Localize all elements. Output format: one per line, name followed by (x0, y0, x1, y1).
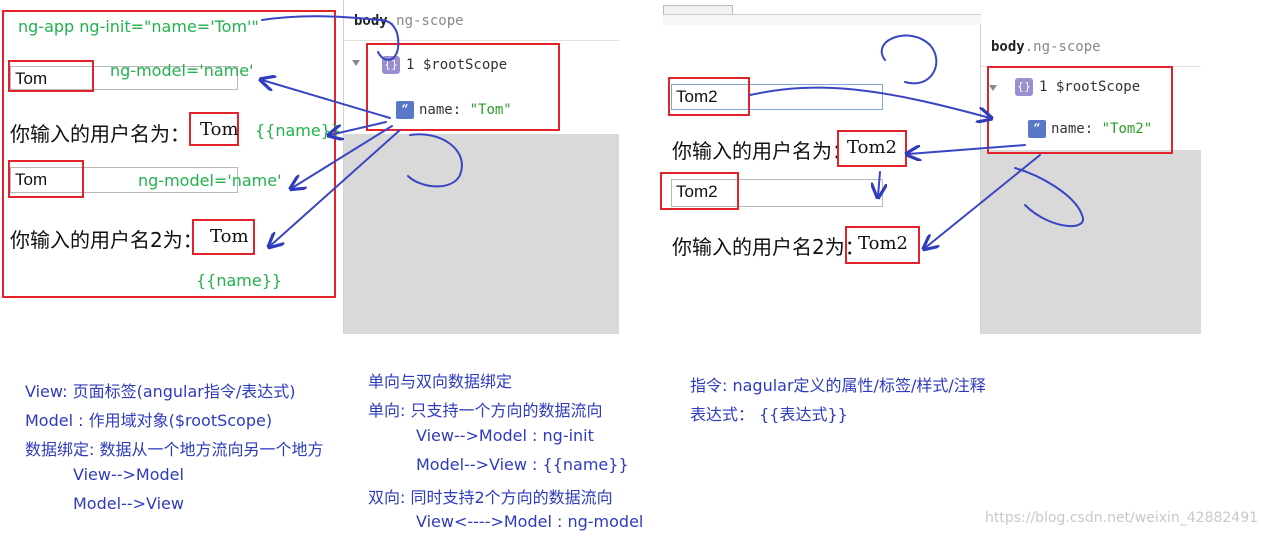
note-one-way-expression: Model-->View : {{name}} (416, 455, 629, 474)
note-two-way: 双向: 同时支持2个方向的数据流向 (368, 488, 613, 507)
inspector-empty-area (344, 134, 619, 334)
ng-app-annotation: ng-app ng-init="name='Tom'" (18, 17, 259, 36)
string-value-icon: “ (396, 101, 414, 119)
output-4-highlight (845, 226, 920, 264)
inspector-empty-area (981, 150, 1201, 334)
left-scope-highlight (366, 43, 560, 131)
body-class: .ng-scope (387, 13, 464, 29)
arrow-output3-to-input4 (878, 171, 880, 196)
scribble-3 (881, 34, 938, 85)
username-output-2: Tom (210, 226, 249, 247)
scope-property: name: "Tom2" (1051, 121, 1152, 137)
body-tag: body (354, 13, 388, 29)
username-output-3: Tom2 (847, 137, 897, 158)
root-scope-label[interactable]: 1 $rootScope (1039, 79, 1141, 95)
body-class: .ng-scope (1024, 39, 1101, 55)
username-label-3: 你输入的用户名为： (672, 139, 852, 163)
username-input-2[interactable]: Tom (10, 167, 238, 193)
ng-model-annotation-2: ng-model='name' (138, 171, 282, 190)
divider (344, 40, 619, 41)
string-value-icon: “ (1028, 120, 1046, 138)
username-input-2-value: Tom (15, 170, 48, 189)
username-input-1[interactable]: Tom (10, 66, 238, 90)
arrow-input3-to-scope (749, 86, 990, 118)
note-binding: 数据绑定: 数据从一个地方流向另一个地方 (25, 440, 324, 459)
username-label-4: 你输入的用户名2为： (672, 235, 865, 259)
arrow-scope-to-input2 (292, 125, 393, 188)
username-input-1-value: Tom (15, 69, 48, 88)
scribble-1 (377, 19, 400, 61)
note-binding-types: 单向与双向数据绑定 (368, 372, 513, 391)
watermark: https://blog.csdn.net/weixin_42882491 (985, 510, 1259, 526)
expression-annotation-2: {{name}} (196, 271, 283, 290)
scope-property: name: "Tom" (419, 102, 512, 118)
left-scope-inspector: body.ng-scope {} 1 $rootScope “ name: "T… (343, 0, 619, 334)
arrow-scope-to-output2 (270, 129, 401, 246)
username-input-4-value: Tom2 (676, 182, 718, 201)
expression-annotation-1: {{name}} (255, 121, 342, 140)
ng-app-frame (2, 10, 336, 298)
username-input-4[interactable]: Tom2 (671, 179, 883, 207)
input-1-highlight (8, 60, 94, 92)
note-model: Model : 作用域对象($rootScope) (25, 411, 273, 430)
username-input-3-value: Tom2 (676, 87, 718, 106)
scope-property-key: name: (1051, 121, 1094, 137)
scope-property-key: name: (419, 102, 462, 118)
collapse-triangle-icon[interactable] (352, 60, 360, 66)
top-bar (663, 14, 981, 25)
root-scope-label[interactable]: 1 $rootScope (406, 57, 508, 73)
note-one-way-init: View-->Model : ng-init (416, 426, 594, 445)
note-directive: 指令: nagular定义的属性/标签/样式/注释 (690, 376, 986, 395)
scope-property-value: "Tom" (469, 102, 512, 118)
username-label-1: 你输入的用户名为： (10, 122, 190, 146)
arrow-scope-to-output4 (925, 154, 1041, 248)
scope-property-value: "Tom2" (1101, 121, 1153, 137)
scribble-4 (1014, 167, 1084, 228)
scope-icon: {} (1015, 78, 1033, 96)
arrow-scope-to-output1 (330, 121, 387, 135)
note-view-to-model: View-->Model (73, 465, 184, 484)
username-output-4: Tom2 (858, 233, 908, 254)
collapse-triangle-icon[interactable] (989, 85, 997, 91)
username-label-2: 你输入的用户名2为： (10, 228, 203, 252)
left-scope-header: body.ng-scope (354, 10, 464, 29)
arrow-scope-to-output3 (908, 144, 1026, 154)
input-2-highlight (8, 160, 84, 198)
right-scope-header: body.ng-scope (991, 36, 1101, 55)
output-2-highlight (192, 219, 255, 255)
note-one-way: 单向: 只支持一个方向的数据流向 (368, 401, 603, 420)
note-view: View: 页面标签(angular指令/表达式) (25, 382, 296, 401)
note-two-way-model: View<---->Model : ng-model (416, 512, 644, 531)
output-1-highlight (189, 112, 239, 146)
arrow-scope-to-input1 (262, 80, 391, 119)
right-scope-inspector: body.ng-scope {} 1 $rootScope “ name: "T… (980, 24, 1201, 334)
input-4-highlight (660, 172, 739, 210)
input-3-highlight (668, 77, 750, 116)
note-model-to-view: Model-->View (73, 494, 184, 513)
scribble-2 (407, 133, 463, 188)
note-expression: 表达式： {{表达式}} (690, 405, 848, 424)
ng-model-annotation-1: ng-model='name' (110, 61, 254, 80)
body-tag: body (991, 39, 1025, 55)
arrow-init-to-scope (261, 15, 381, 21)
scope-icon: {} (382, 56, 400, 74)
username-output-1: Tom (200, 119, 239, 140)
